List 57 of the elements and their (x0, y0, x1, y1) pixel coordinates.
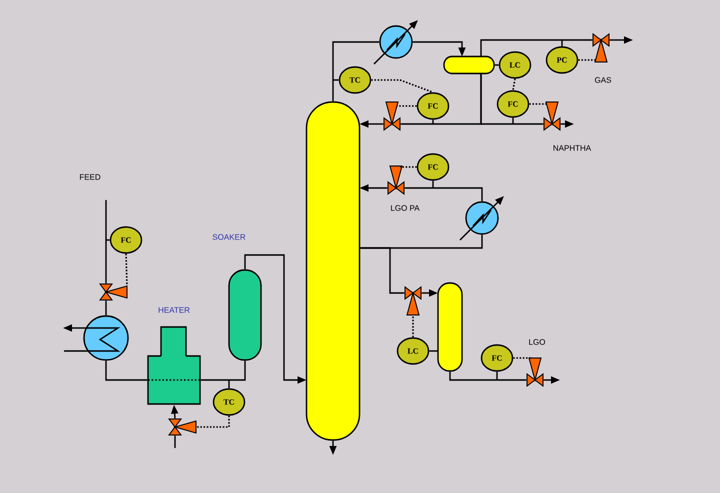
pipe-line (360, 247, 404, 294)
signal-line (512, 78, 516, 90)
stream-label: LGO (529, 339, 546, 345)
pipe-line (228, 380, 230, 388)
pipe-line (64, 350, 88, 352)
control-valve (388, 166, 404, 195)
pipe-line (429, 350, 438, 352)
pipe-line (106, 239, 110, 241)
heat-exchanger (83, 315, 129, 361)
instrument-bubble: FC (496, 90, 530, 118)
vessel (437, 282, 463, 372)
control-valve (544, 102, 560, 131)
control-valve (384, 102, 400, 131)
signal-line (513, 357, 531, 359)
pipe-line (494, 64, 499, 66)
signal-line (412, 315, 414, 338)
pipe-line (432, 180, 434, 188)
stream-label: NAPHTHA (554, 145, 592, 151)
pipe-line (512, 118, 514, 124)
instrument-bubble: LC (498, 51, 532, 79)
signal-line (529, 103, 548, 105)
pipe-line (105, 300, 107, 316)
pipe-line (333, 79, 339, 81)
pipe-line (332, 41, 380, 102)
vessel (306, 101, 360, 441)
instrument-bubble: LC (396, 337, 430, 365)
pipe-line (480, 74, 544, 125)
signal-line (125, 254, 128, 286)
equipment-label: SOAKER (212, 234, 246, 240)
pipe-line (105, 200, 107, 284)
pipe-line (480, 39, 592, 56)
signal-line (371, 79, 434, 94)
stream-label: LGO PA (391, 205, 420, 211)
pipe-line (449, 372, 526, 381)
pipe-line (561, 40, 563, 46)
instrument-bubble: TC (338, 66, 372, 94)
equipment-label: HEATER (158, 307, 190, 313)
instrument-bubble: PC (546, 46, 578, 74)
stream-label: GAS (594, 77, 612, 83)
signal-line (578, 59, 597, 61)
pipe-line (174, 436, 176, 448)
pipe-line (105, 360, 148, 381)
signal-line (400, 166, 417, 168)
instrument-bubble: FC (416, 92, 450, 120)
instrument-bubble: FC (480, 344, 514, 372)
instrument-bubble: FC (416, 153, 450, 181)
pipe-line (404, 187, 483, 202)
vessel (443, 56, 495, 74)
pipe-line (432, 120, 434, 124)
stream-label: FEED (80, 174, 100, 180)
control-valve (526, 358, 544, 387)
instrument-bubble: TC (212, 388, 246, 416)
instrument-bubble: FC (110, 226, 142, 254)
signal-line (397, 105, 417, 107)
signal-line (196, 416, 230, 428)
pipe-line (200, 360, 246, 381)
pipe-line (496, 372, 498, 380)
